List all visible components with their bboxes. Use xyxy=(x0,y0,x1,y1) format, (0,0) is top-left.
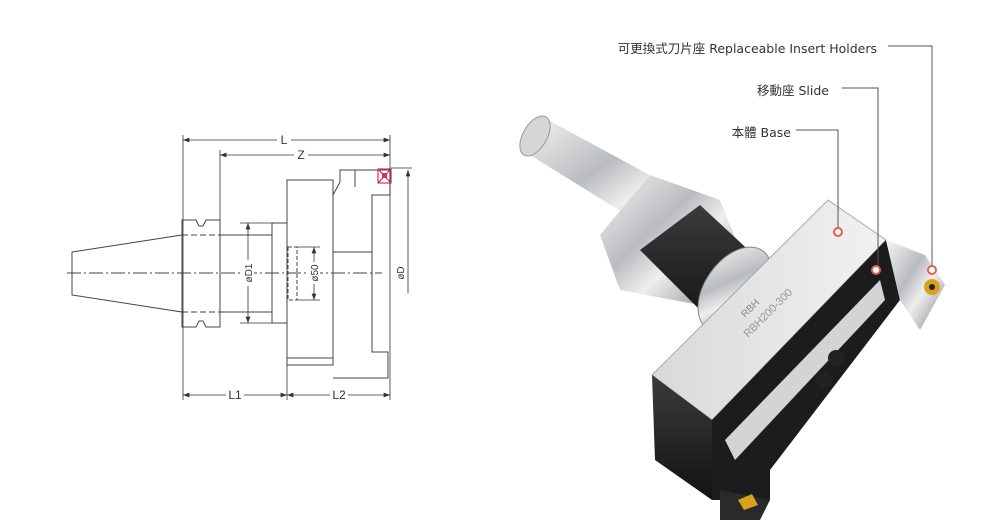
base-body xyxy=(286,179,334,366)
dimension-labels: L Z L1 L2 øD1 ø50 øD xyxy=(226,133,407,402)
dim-Z: Z xyxy=(297,148,304,162)
dim-L: L xyxy=(281,133,288,147)
callout-slide: 移動座 Slide xyxy=(757,83,829,98)
callout-insert-holders: 可更換式刀片座 Replaceable Insert Holders xyxy=(617,41,877,56)
callout-dots xyxy=(833,227,937,275)
callout-leaders xyxy=(796,45,933,266)
dim-L2: L2 xyxy=(332,388,346,402)
dim-D: øD xyxy=(396,266,407,279)
side-view-drawing xyxy=(67,169,391,379)
dot-slide xyxy=(871,265,881,275)
slide-end xyxy=(886,240,945,330)
base-front-face xyxy=(652,375,712,500)
dim-L1: L1 xyxy=(228,388,242,402)
insert-bottom xyxy=(738,494,758,510)
insert-symbol xyxy=(377,168,392,184)
dim-D1: øD1 xyxy=(244,263,255,282)
dot-insert-holders xyxy=(927,265,937,275)
dot-base xyxy=(833,227,843,237)
slide-body xyxy=(332,169,391,379)
callout-base: 本體 Base xyxy=(731,125,791,140)
dim-bore: ø50 xyxy=(310,264,321,282)
boring-head-photo: RBH RBH200-300 xyxy=(519,115,945,520)
flange xyxy=(181,219,221,328)
bore-outline xyxy=(287,246,298,301)
